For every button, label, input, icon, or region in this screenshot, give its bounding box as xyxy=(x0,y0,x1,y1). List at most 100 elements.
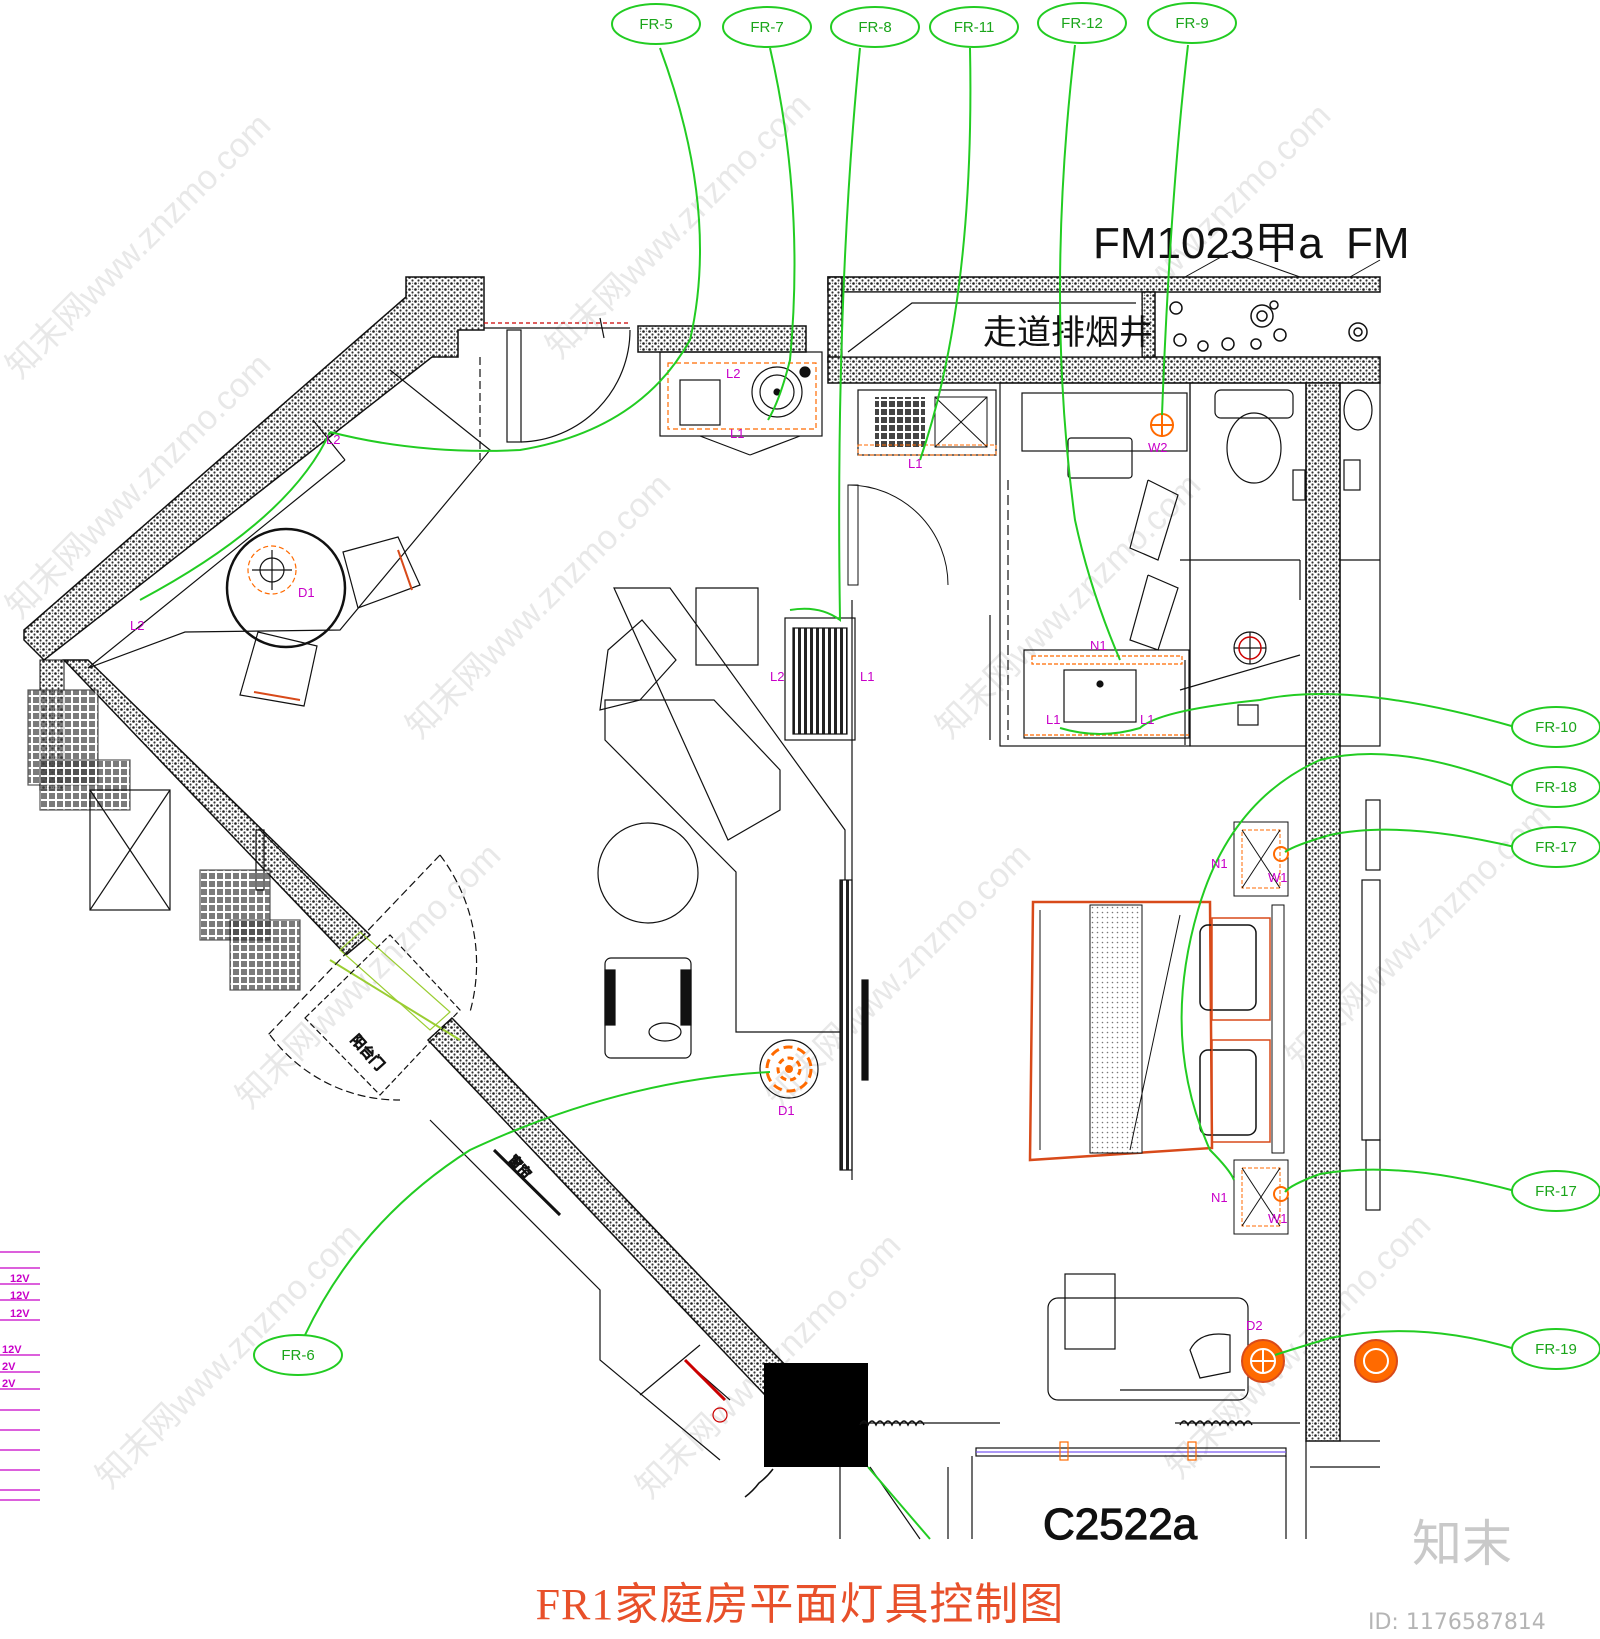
pillow xyxy=(1199,1049,1257,1136)
wire-fr-6 xyxy=(304,1071,771,1336)
label-d1-dining: D1 xyxy=(298,585,315,600)
curtain-window: C2522a xyxy=(744,1420,1380,1550)
top-wall-segment xyxy=(637,325,807,353)
tag-fr-5: FR-5 xyxy=(611,3,701,45)
tag-fr-17-top: FR-17 xyxy=(1511,826,1600,868)
tag-fr-17-bottom: FR-17 xyxy=(1511,1170,1600,1212)
svg-text:FR-11: FR-11 xyxy=(954,19,995,36)
tag-fr-12: FR-12 xyxy=(1037,2,1127,44)
bathroom xyxy=(989,382,1301,747)
tag-fr-7: FR-7 xyxy=(722,6,812,48)
shower-light-fixture xyxy=(1238,636,1262,660)
svg-text:FR-12: FR-12 xyxy=(1061,15,1103,32)
label-n1-bed-top: N1 xyxy=(1211,856,1228,871)
label-n1-vanity: N1 xyxy=(1090,638,1107,653)
diagonal-wall-nw xyxy=(23,276,485,661)
door-code-label: FM1023甲a xyxy=(1093,219,1323,268)
wall-light-w1-top xyxy=(1273,846,1289,862)
voltage-label: 2V xyxy=(2,1361,16,1373)
tag-fr-18: FR-18 xyxy=(1511,766,1600,808)
drawing-title: FR1家庭房平面灯具控制图 xyxy=(535,1580,1065,1629)
wire-fr-7 xyxy=(767,47,796,421)
svg-text:FR-6: FR-6 xyxy=(281,1347,314,1364)
svg-text:FR-5: FR-5 xyxy=(639,16,672,33)
shaft-label: 走道排烟井 xyxy=(983,314,1153,352)
image-id-watermark: ID: 1176587814 xyxy=(1368,1610,1546,1635)
label-d1-living: D1 xyxy=(778,1103,795,1118)
pipe-circles xyxy=(1169,300,1368,352)
writing-desk xyxy=(1047,1273,1249,1401)
wire-fr-9 xyxy=(1161,44,1189,416)
tag-fr-8: FR-8 xyxy=(830,6,920,48)
wall-light-w1-bottom xyxy=(1273,1186,1289,1202)
pillow xyxy=(1199,924,1257,1011)
label-d2: D2 xyxy=(1246,1318,1263,1333)
bed xyxy=(1028,821,1289,1235)
nightstand-top xyxy=(1233,821,1289,897)
watermark-site-text: 知末网www.znzmo.com xyxy=(399,466,678,745)
toilet-room xyxy=(1189,382,1307,747)
svg-text:FR-10: FR-10 xyxy=(1535,719,1577,736)
label-l2-entry: L2 xyxy=(326,432,340,447)
diagonal-wall-sw-upper xyxy=(62,659,372,957)
shower-cabinet xyxy=(847,389,997,586)
corridor-wall-left xyxy=(827,276,843,363)
bed-outline xyxy=(1028,900,1214,1162)
label-l1-wardrobe: L1 xyxy=(860,669,874,684)
wire-fr-17-top xyxy=(1284,828,1516,853)
balcony-door-label: 阳台门 xyxy=(348,1031,388,1073)
label-l2-desk: L2 xyxy=(130,618,144,633)
door-code-partial-label: FM xyxy=(1346,219,1410,268)
wire-fr-12 xyxy=(1059,44,1121,661)
tag-fr-9: FR-9 xyxy=(1147,2,1237,44)
tag-fr-6: FR-6 xyxy=(253,1334,343,1376)
wardrobe xyxy=(784,617,856,741)
voltage-label: 12V xyxy=(2,1344,22,1356)
tag-fr-19: FR-19 xyxy=(1511,1328,1600,1370)
watermark-site-text: 知末网www.znzmo.com xyxy=(0,106,278,385)
svg-text:FR-18: FR-18 xyxy=(1535,779,1577,796)
label-l1-shower: L1 xyxy=(908,456,922,471)
basin-cabinet xyxy=(659,351,823,456)
wire-fr-8 xyxy=(789,47,861,623)
label-l2-basin: L2 xyxy=(726,366,740,381)
circuit-tags: FR-5 FR-7 FR-8 FR-11 FR-12 FR-9 FR-10 FR… xyxy=(253,2,1600,1376)
dining-chair xyxy=(239,631,318,707)
svg-text:FR-7: FR-7 xyxy=(750,19,783,36)
tag-fr-10: FR-10 xyxy=(1511,706,1600,748)
corridor-wall-bottom xyxy=(827,356,1381,384)
living-room-furniture xyxy=(87,369,869,1180)
structural-column xyxy=(764,1363,868,1467)
label-w1-bed-top: W1 xyxy=(1268,870,1288,885)
voltage-label: 12V xyxy=(10,1308,30,1320)
label-n1-bed-bottom: N1 xyxy=(1211,1190,1228,1205)
voltage-values: 12V 12V 12V 12V 2V 2V xyxy=(2,1273,30,1390)
watermark-site-text: 知末网www.znzmo.com xyxy=(539,86,818,365)
coffee-table xyxy=(597,822,699,924)
wire-fr-10 xyxy=(1059,693,1516,735)
wire-fr-18 xyxy=(1180,753,1516,1181)
dining-table xyxy=(225,527,347,649)
svg-text:FR-17: FR-17 xyxy=(1535,1183,1577,1200)
entry-door xyxy=(479,317,631,460)
label-l1-basin: L1 xyxy=(730,426,744,441)
label-w1-bed-bottom: W1 xyxy=(1268,1211,1288,1226)
walls xyxy=(23,276,1381,1467)
wire-fr-5 xyxy=(329,47,701,452)
floor-lamp-partial-right xyxy=(1354,1339,1398,1383)
window-code-label: C2522a xyxy=(1043,1500,1198,1549)
tag-fr-11: FR-11 xyxy=(929,6,1019,48)
watermark-site-text: 知末网www.znzmo.com xyxy=(929,466,1208,745)
svg-text:FR-8: FR-8 xyxy=(858,19,891,36)
wire-bottom xyxy=(867,1466,931,1540)
svg-text:FR-17: FR-17 xyxy=(1535,839,1577,856)
watermark-site-text: 知末网www.znzmo.com xyxy=(1159,1206,1438,1485)
left-wardrobe-bank xyxy=(27,689,331,991)
label-w2: W2 xyxy=(1148,440,1168,455)
voltage-label: 12V xyxy=(10,1290,30,1302)
label-l1-vanity-right: L1 xyxy=(1140,712,1154,727)
wire-fr-17-bottom xyxy=(1284,1168,1516,1193)
wiring xyxy=(139,44,1516,1540)
right-vertical-wall xyxy=(1305,382,1341,1442)
